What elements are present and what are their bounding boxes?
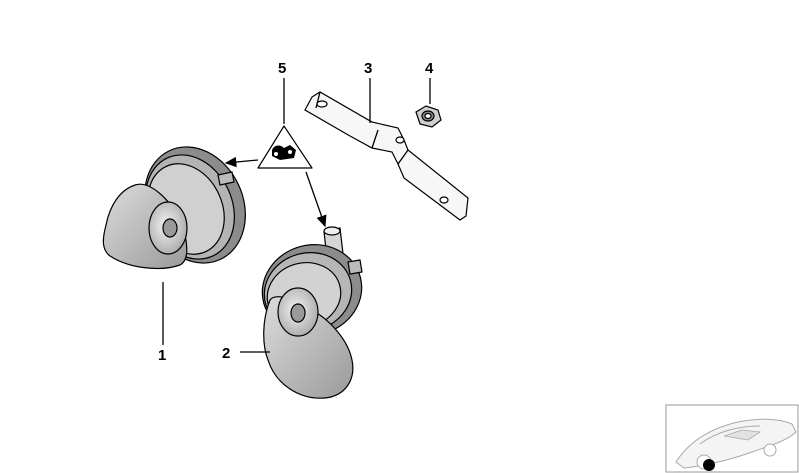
- callout-2: 2: [222, 345, 230, 362]
- nut-4: [415, 105, 442, 128]
- callout-5: 5: [278, 60, 286, 77]
- bracket-3: [304, 91, 469, 221]
- warning-label-5: [257, 125, 313, 169]
- arrow-to-horn-1: [224, 156, 259, 168]
- vehicle-locator-thumbnail: [665, 404, 799, 473]
- location-marker-dot: [703, 459, 715, 471]
- horn-2: [261, 226, 363, 399]
- arrow-to-horn-2: [305, 171, 327, 228]
- callout-3: 3: [364, 60, 372, 77]
- callout-1: 1: [158, 347, 166, 364]
- callout-4: 4: [425, 60, 434, 77]
- horn-1: [102, 146, 246, 270]
